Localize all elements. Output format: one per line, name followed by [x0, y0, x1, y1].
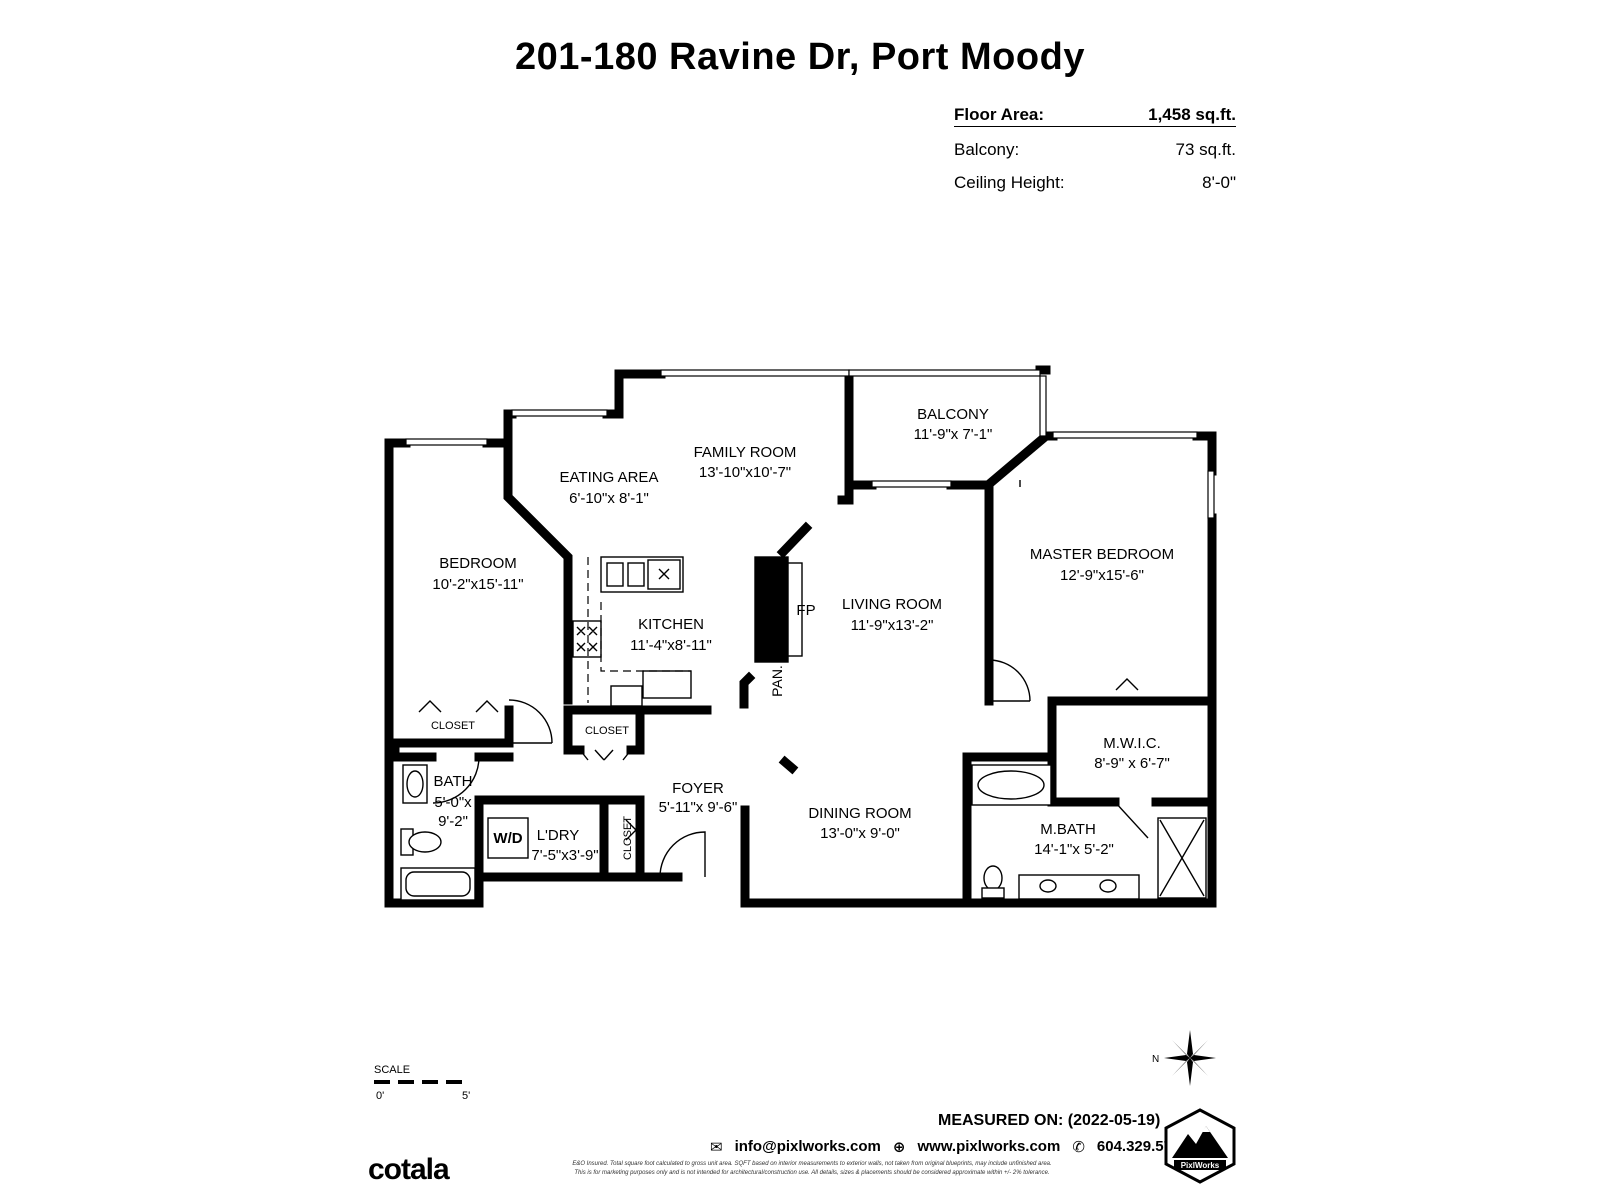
balcony-size: 11'-9"x 7'-1": [914, 426, 993, 443]
laundry-name: L'DRY: [537, 827, 580, 844]
master-bath-name: M.BATH: [1040, 821, 1096, 838]
bedroom-closet-label: CLOSET: [431, 720, 475, 732]
contact-info: ✉ info@pixlworks.com ⊕ www.pixlworks.com…: [710, 1138, 1189, 1156]
master-bath-size: 14'-1"x 5'-2": [1034, 841, 1114, 858]
globe-icon: ⊕: [892, 1139, 906, 1156]
master-bedroom-name: MASTER BEDROOM: [1030, 546, 1174, 563]
bath-size-1: 5'-0"x: [434, 794, 472, 811]
contact-website[interactable]: www.pixlworks.com: [917, 1138, 1061, 1155]
foyer-size: 5'-11"x 9'-6": [659, 799, 738, 816]
eating-area-name: EATING AREA: [560, 469, 659, 486]
brand-logo: cotala: [368, 1153, 450, 1186]
pantry-label: PAN.: [769, 665, 785, 697]
mwic-size: 8'-9" x 6'-7": [1094, 755, 1170, 772]
kitchen-fixtures: [572, 556, 803, 707]
mwic-name: M.W.I.C.: [1103, 735, 1161, 752]
dining-room-name: DINING ROOM: [808, 805, 911, 822]
phone-icon: ✆: [1072, 1139, 1085, 1156]
interior-walls: [390, 485, 1217, 908]
washer-dryer-label: W/D: [493, 830, 522, 847]
email-icon: ✉: [710, 1139, 723, 1156]
living-room-name: LIVING ROOM: [842, 596, 942, 613]
kitchen-size: 11'-4"x8'-11": [630, 637, 712, 654]
scale-ruler: [374, 1080, 470, 1084]
scale-label: SCALE: [374, 1064, 411, 1076]
stat-value: 8'-0": [1202, 173, 1236, 192]
logo-text: PixlWorks: [1181, 1161, 1220, 1170]
kitchen-name: KITCHEN: [638, 616, 704, 633]
living-room-size: 11'-9"x13'-2": [851, 617, 934, 634]
stat-label: Floor Area:: [954, 105, 1045, 124]
laundry-size: 7'-5"x3'-9": [531, 847, 598, 864]
disclaimer-line-1: E&O Insured. Total square foot calculate…: [572, 1161, 1052, 1167]
disclaimer: E&O Insured. Total square foot calculate…: [462, 1160, 1162, 1178]
contact-email[interactable]: info@pixlworks.com: [734, 1138, 881, 1155]
stat-balcony: Balcony: 73 sq.ft.: [954, 133, 1236, 166]
doors: [418, 480, 1156, 878]
stat-label: Ceiling Height:: [954, 173, 1065, 192]
stat-value: 73 sq.ft.: [1175, 140, 1236, 159]
bedroom-size: 10'-2"x15'-11": [432, 576, 523, 593]
scale-end: 5': [462, 1090, 471, 1102]
bath-fixtures: [400, 764, 1207, 901]
exterior-walls: [384, 365, 1217, 908]
bath-size-2: 9'-2": [438, 813, 468, 830]
foyer-name: FOYER: [672, 780, 724, 797]
family-room-name: FAMILY ROOM: [694, 444, 797, 461]
dining-room-size: 13'-0"x 9'-0": [820, 825, 900, 842]
compass-icon: N: [1152, 1030, 1216, 1086]
room-labels: BALCONY 11'-9"x 7'-1" FAMILY ROOM 13'-10…: [431, 406, 1174, 864]
stat-floor-area: Floor Area: 1,458 sq.ft.: [954, 104, 1236, 127]
eating-area-size: 6'-10"x 8'-1": [569, 490, 649, 507]
north-label: N: [1152, 1054, 1159, 1065]
scale-start: 0': [376, 1090, 385, 1102]
family-room-size: 13'-10"x10'-7": [699, 464, 791, 481]
stat-value: 1,458 sq.ft.: [1148, 105, 1236, 124]
fireplace-label: FP: [796, 602, 815, 619]
balcony-name: BALCONY: [917, 406, 989, 423]
stat-ceiling-height: Ceiling Height: 8'-0": [954, 166, 1236, 199]
bath-name: BATH: [434, 773, 473, 790]
area-stats: Floor Area: 1,458 sq.ft. Balcony: 73 sq.…: [954, 104, 1236, 199]
master-bedroom-size: 12'-9"x15'-6": [1060, 567, 1144, 584]
disclaimer-line-2: This is for marketing purposes only and …: [574, 1170, 1050, 1176]
stat-label: Balcony:: [954, 140, 1020, 159]
kitchen-closet-label: CLOSET: [585, 725, 629, 737]
laundry-closet-label: CLOSET: [622, 816, 634, 860]
compass-rose: N: [1150, 1028, 1230, 1093]
windows: [405, 369, 1215, 519]
bedroom-name: BEDROOM: [439, 555, 517, 572]
pixlworks-logo: PixlWorks: [1162, 1108, 1238, 1189]
listing-title: 201-180 Ravine Dr, Port Moody: [515, 36, 1085, 78]
measured-on: MEASURED ON: (2022-05-19): [938, 1112, 1161, 1129]
mountain-badge-icon: PixlWorks: [1164, 1108, 1236, 1184]
